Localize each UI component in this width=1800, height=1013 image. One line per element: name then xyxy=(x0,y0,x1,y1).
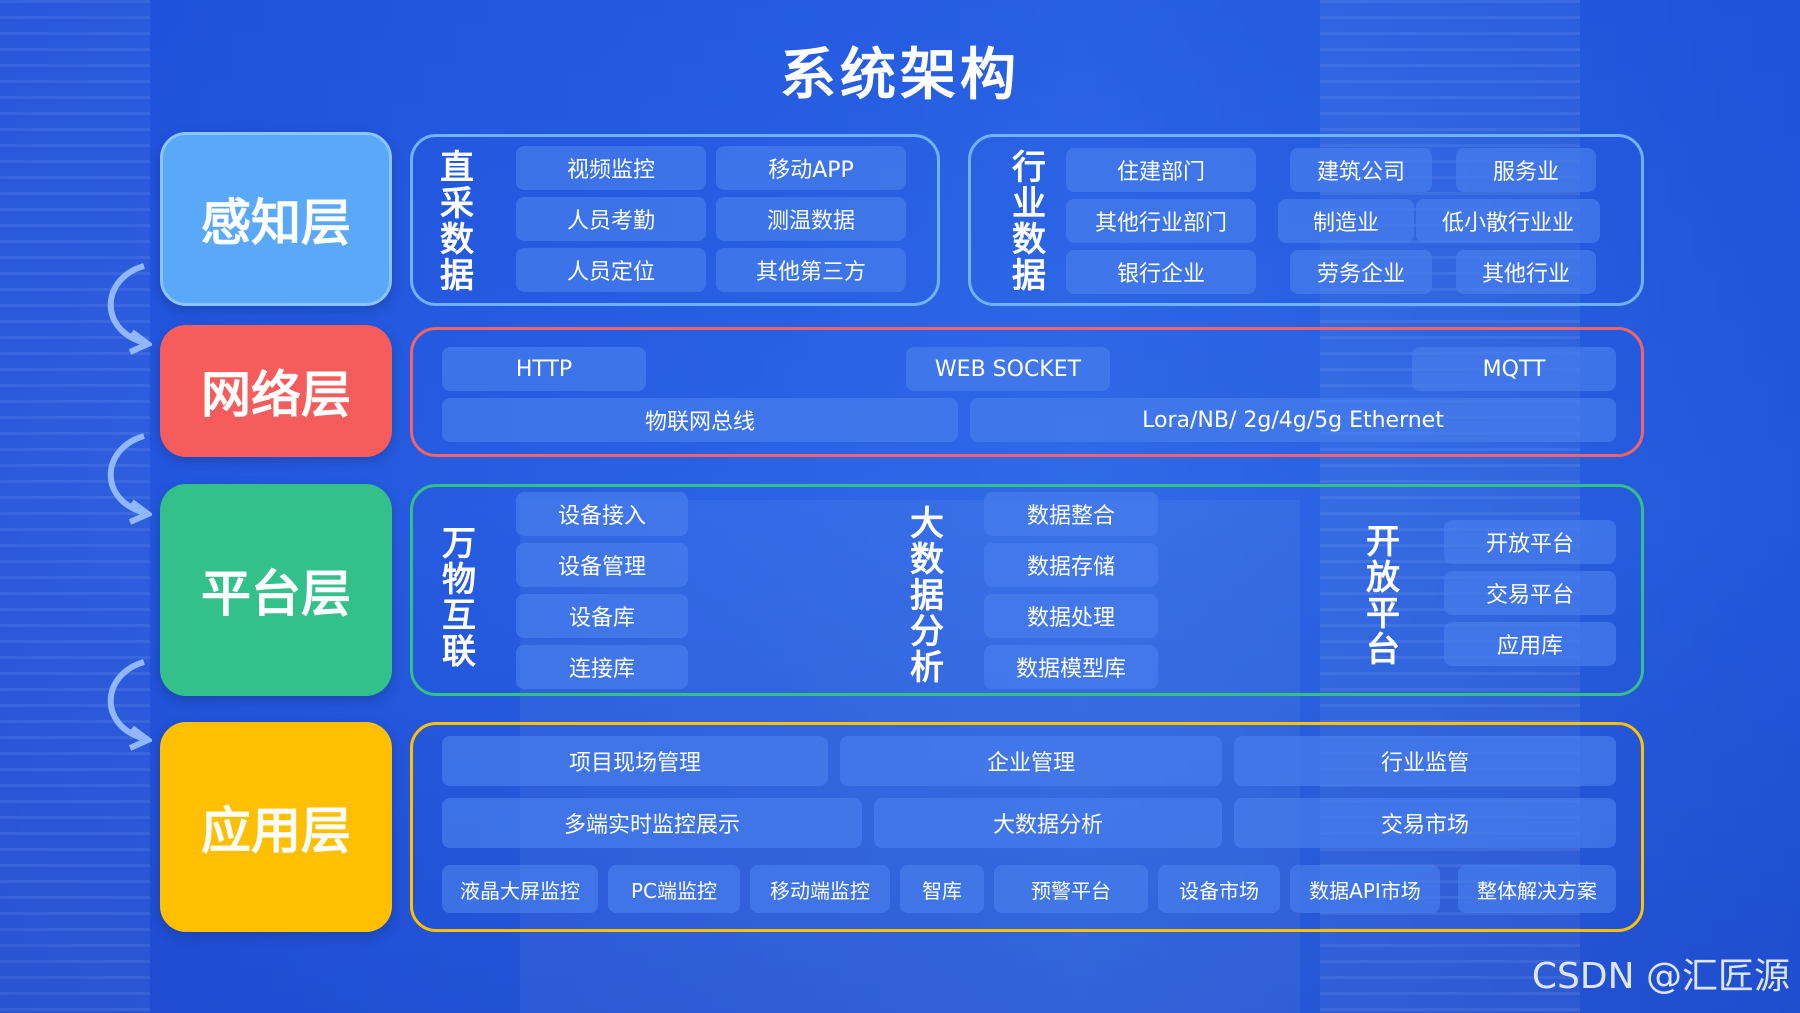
iot-item: 连接库 xyxy=(516,645,688,689)
app-item: 行业监管 xyxy=(1234,736,1616,786)
bigdata-label: 大 数 据 分 析 xyxy=(910,506,944,686)
open-item: 应用库 xyxy=(1444,622,1616,666)
app-item: 移动端监控 xyxy=(750,865,890,913)
open-item: 开放平台 xyxy=(1444,520,1616,564)
layer-network: 网络层 xyxy=(160,325,392,457)
watermark: CSDN @汇匠源 xyxy=(1532,947,1790,999)
app-item: 交易市场 xyxy=(1234,798,1616,848)
industry-item: 住建部门 xyxy=(1066,148,1256,192)
curved-arrow-icon xyxy=(92,654,152,754)
industry-item: 劳务企业 xyxy=(1290,250,1432,294)
iot-label: 万 物 互 联 xyxy=(442,526,476,670)
industry-item: 服务业 xyxy=(1456,148,1596,192)
app-item: 企业管理 xyxy=(840,736,1222,786)
industry-item: 银行企业 xyxy=(1066,250,1256,294)
app-item: 预警平台 xyxy=(994,865,1148,913)
curved-arrow-icon xyxy=(92,428,152,528)
protocol-mqtt: MQTT xyxy=(1412,347,1616,391)
industry-item: 低小散行业业 xyxy=(1416,199,1600,243)
iot-item: 设备管理 xyxy=(516,543,688,587)
app-item: 设备市场 xyxy=(1158,865,1280,913)
app-item: 液晶大屏监控 xyxy=(442,865,598,913)
direct-item: 人员考勤 xyxy=(516,197,706,241)
industry-item: 其他行业 xyxy=(1456,250,1596,294)
transport-layer: Lora/NB/ 2g/4g/5g Ethernet xyxy=(970,398,1616,442)
direct-item: 测温数据 xyxy=(716,197,906,241)
industry-item: 建筑公司 xyxy=(1290,148,1432,192)
industry-item: 其他行业部门 xyxy=(1066,199,1256,243)
iot-item: 设备库 xyxy=(516,594,688,638)
layer-perception: 感知层 xyxy=(160,132,392,306)
app-item: 项目现场管理 xyxy=(442,736,828,786)
curved-arrow-icon xyxy=(92,258,152,358)
industry-item: 制造业 xyxy=(1278,199,1414,243)
direct-item: 人员定位 xyxy=(516,248,706,292)
page-title: 系统架构 xyxy=(0,30,1800,111)
protocol-websocket: WEB SOCKET xyxy=(906,347,1110,391)
bigdata-item: 数据存储 xyxy=(984,543,1158,587)
bigdata-item: 数据处理 xyxy=(984,594,1158,638)
app-item: 整体解决方案 xyxy=(1458,865,1616,913)
direct-item: 其他第三方 xyxy=(716,248,906,292)
iot-item: 设备接入 xyxy=(516,492,688,536)
app-item: 大数据分析 xyxy=(874,798,1222,848)
iot-bus: 物联网总线 xyxy=(442,398,958,442)
bigdata-item: 数据模型库 xyxy=(984,645,1158,689)
direct-item: 视频监控 xyxy=(516,146,706,190)
direct-item: 移动APP xyxy=(716,146,906,190)
industry-data-label: 行 业 数 据 xyxy=(1012,150,1046,294)
open-platform-label: 开 放 平 台 xyxy=(1366,524,1400,668)
direct-data-label: 直 采 数 据 xyxy=(440,150,474,294)
open-item: 交易平台 xyxy=(1444,571,1616,615)
layer-application: 应用层 xyxy=(160,722,392,932)
protocol-http: HTTP xyxy=(442,347,646,391)
app-item: PC端监控 xyxy=(608,865,740,913)
app-item: 智库 xyxy=(900,865,984,913)
app-item: 多端实时监控展示 xyxy=(442,798,862,848)
app-item: 数据API市场 xyxy=(1290,865,1440,913)
layer-platform: 平台层 xyxy=(160,484,392,696)
bigdata-item: 数据整合 xyxy=(984,492,1158,536)
